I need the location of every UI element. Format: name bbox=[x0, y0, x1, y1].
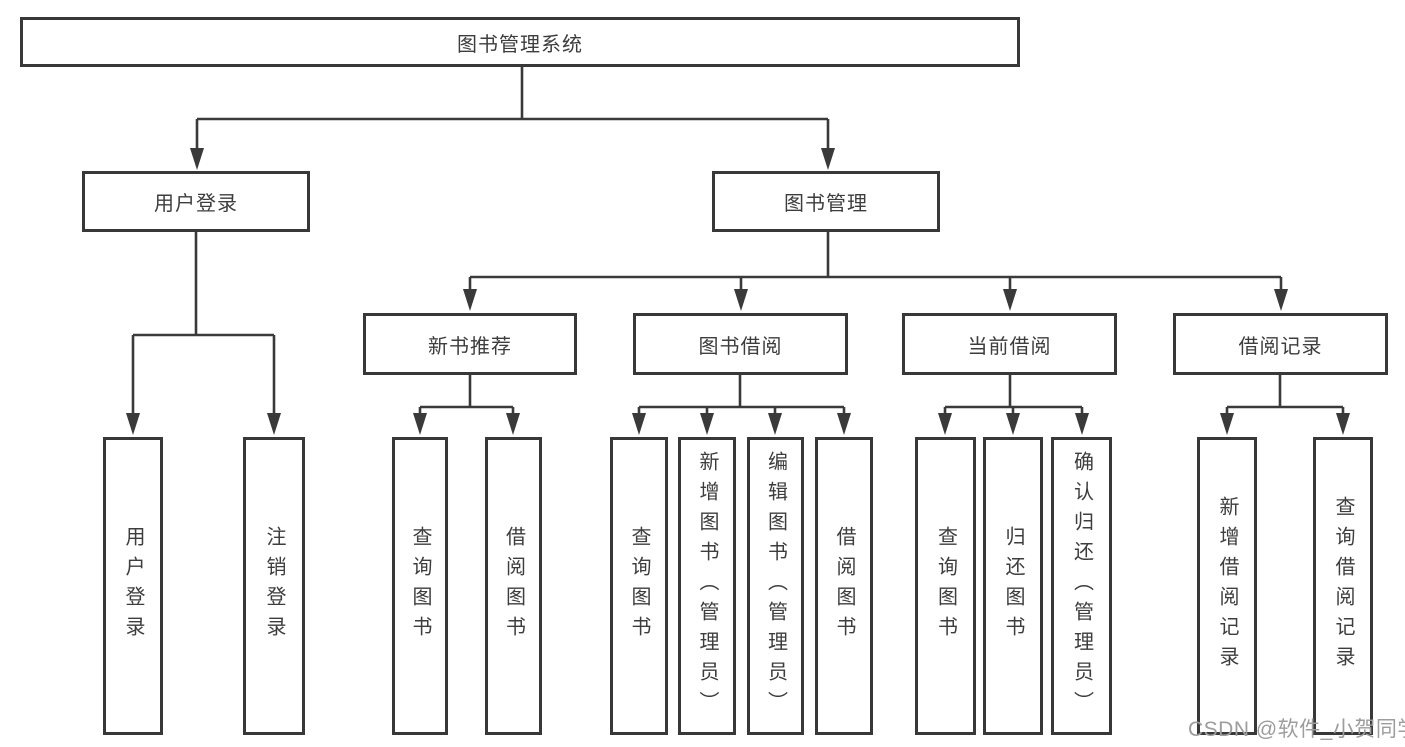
leaf-add-borrow-record: 新增借阅记录 bbox=[1197, 437, 1257, 735]
node-book-borrow: 图书借阅 bbox=[633, 313, 848, 375]
node-label: 图书管理系统 bbox=[457, 33, 583, 56]
leaf-edit-book-admin: 编辑图书（管理员） bbox=[747, 437, 804, 735]
node-root-system: 图书管理系统 bbox=[20, 17, 1020, 67]
node-new-book-recommend: 新书推荐 bbox=[363, 313, 577, 375]
leaf-label: 用户登录 bbox=[122, 526, 144, 646]
node-label: 新书推荐 bbox=[428, 335, 512, 358]
node-label: 借阅记录 bbox=[1238, 335, 1323, 358]
leaf-logout: 注销登录 bbox=[243, 437, 305, 735]
csdn-watermark: CSDN @软件_小贺同学 bbox=[1188, 718, 1405, 741]
leaf-label: 查询图书 bbox=[628, 526, 650, 646]
node-label: 图书借阅 bbox=[698, 335, 783, 358]
leaf-label: 编辑图书（管理员） bbox=[764, 451, 787, 721]
leaf-label: 新增图书（管理员） bbox=[696, 451, 718, 721]
leaf-label: 归还图书 bbox=[1002, 526, 1024, 646]
leaf-confirm-return-admin: 确认归还（管理员） bbox=[1051, 437, 1112, 735]
node-user-login: 用户登录 bbox=[82, 171, 310, 232]
leaf-return-book: 归还图书 bbox=[983, 437, 1043, 735]
leaf-query-books-2: 查询图书 bbox=[610, 437, 668, 735]
leaf-borrow-books-1: 借阅图书 bbox=[485, 437, 542, 735]
leaf-label: 查询借阅记录 bbox=[1332, 496, 1354, 676]
leaf-query-books-1: 查询图书 bbox=[392, 437, 448, 735]
node-label: 用户登录 bbox=[154, 193, 238, 215]
leaf-add-book-admin: 新增图书（管理员） bbox=[678, 437, 736, 735]
leaf-label: 查询图书 bbox=[934, 526, 957, 646]
leaf-query-borrow-record: 查询借阅记录 bbox=[1313, 437, 1373, 735]
node-borrow-records: 借阅记录 bbox=[1173, 313, 1388, 375]
node-current-borrow: 当前借阅 bbox=[902, 313, 1117, 375]
node-label: 当前借阅 bbox=[967, 335, 1052, 358]
leaf-label: 借阅图书 bbox=[502, 526, 525, 646]
leaf-label: 新增借阅记录 bbox=[1216, 496, 1238, 676]
leaf-label: 确认归还（管理员） bbox=[1070, 451, 1093, 721]
leaf-query-books-3: 查询图书 bbox=[915, 437, 976, 735]
leaf-label: 借阅图书 bbox=[833, 526, 855, 646]
leaf-borrow-books-2: 借阅图书 bbox=[815, 437, 873, 735]
node-label: 图书管理 bbox=[784, 193, 868, 215]
leaf-user-login: 用户登录 bbox=[103, 437, 163, 735]
leaf-label: 注销登录 bbox=[263, 526, 285, 646]
leaf-label: 查询图书 bbox=[409, 526, 431, 646]
node-book-management: 图书管理 bbox=[712, 171, 940, 232]
